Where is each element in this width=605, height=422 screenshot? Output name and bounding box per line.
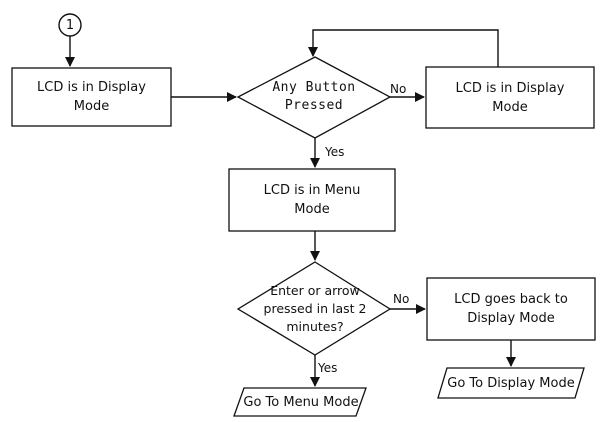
enter-arrow-text: Enter or arrow pressed in last 2 minutes… [263,283,367,334]
go-menu-text: Go To Menu Mode [243,394,359,410]
back-to-display-text: LCD goes back to Display Mode [454,292,568,326]
display-mode-1-text: LCD is in Display Mode [37,80,146,114]
display-mode-2-text: LCD is in Display Mode [455,80,565,115]
edge-loop-back [308,29,499,67]
label-enter-yes: Yes [318,361,338,375]
io-go-menu [233,387,367,417]
io-go-display [437,367,585,399]
box-display-mode-1 [11,67,172,127]
label-enter-no: No [393,292,410,306]
box-display-mode-2 [425,66,595,129]
connector-label: 1 [65,17,75,33]
label-any-no: No [390,82,407,96]
box-menu-mode [228,168,396,232]
menu-mode-text: LCD is in Menu Mode [263,183,361,217]
go-display-text: Go To Display Mode [447,375,575,391]
any-button-text: Any Button Pressed [272,80,356,113]
label-any-yes: Yes [325,145,345,159]
box-back-to-display [426,277,596,341]
